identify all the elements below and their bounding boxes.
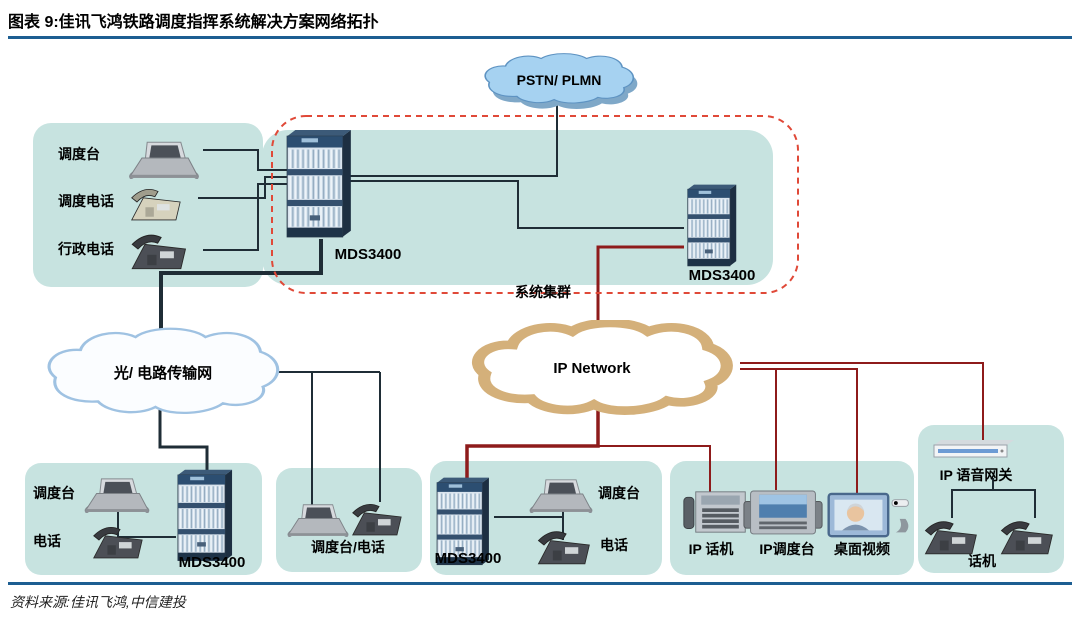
station1-phone-label: 电话: [33, 533, 61, 549]
footer-divider: [8, 582, 1072, 585]
hq-console-label: 调度台: [58, 146, 100, 162]
station2-label: 调度台/电话: [311, 539, 385, 555]
link-pstn-to-mds-left: [349, 98, 558, 177]
cluster-dashed-border: [271, 115, 799, 294]
ip-console-label: IP调度台: [759, 541, 814, 557]
pstn-cloud-label: PSTN/ PLMN: [517, 72, 602, 88]
link-cloud-to-station1: [158, 400, 209, 478]
desktop-video-label: 桌面视频: [834, 541, 890, 557]
voice-gateway-label: IP 语音网关: [940, 467, 1013, 483]
ip-phone-label: IP 话机: [689, 541, 734, 557]
pstn-cloud: PSTN/ PLMN: [484, 52, 638, 109]
station3-console-label: 调度台: [598, 485, 640, 501]
link-ip-to-station3: [465, 406, 600, 480]
link-ip-to-ipphone: [598, 445, 711, 492]
station3-server-label: MDS3400: [435, 550, 502, 567]
mds3400-rack-right: [687, 184, 737, 267]
link-dispatch-phone-to-mds: [198, 176, 287, 199]
station3-phone-label: 电话: [600, 537, 628, 553]
title-divider: [8, 36, 1072, 39]
link-ip-to-mds-right: [596, 245, 684, 332]
hq-admin-phone-label: 行政电话: [57, 241, 114, 257]
link-mds-to-transmission-cloud: [159, 239, 323, 334]
source-note: 资料来源:佳讯飞鸿,中信建投: [10, 594, 186, 610]
gateway-phones-label: 话机: [968, 553, 996, 569]
station1-console-label: 调度台: [33, 485, 75, 501]
ip-network-cloud: IP Network: [478, 323, 727, 411]
mds3400-left-label: MDS3400: [335, 246, 402, 263]
gateway-phone-bracket: [951, 489, 1036, 518]
transmission-cloud-label: 光/ 电路传输网: [113, 364, 212, 382]
hq-dispatch-phone-label: 调度电话: [58, 193, 114, 209]
transmission-cloud: 光/ 电路传输网: [47, 327, 280, 415]
ip-console-icon: [743, 490, 823, 535]
link-mds-left-to-mds-right: [349, 180, 684, 229]
cluster-label: 系统集群: [515, 284, 571, 300]
figure-title: 图表 9:佳讯飞鸿铁路调度指挥系统解决方案网络拓扑: [8, 14, 379, 31]
station1-rack: [177, 469, 233, 561]
link-ip-to-video: [740, 368, 858, 494]
maroon-links: [465, 245, 984, 494]
link-ip-to-gateway: [740, 362, 984, 440]
mds3400-rack-left: [286, 129, 352, 238]
voice-gateway-icon: [933, 439, 1015, 458]
mds3400-right-label: MDS3400: [689, 267, 756, 284]
link-console-to-mds: [203, 149, 287, 171]
ip-network-cloud-label: IP Network: [553, 360, 631, 377]
station1-server-label: MDS3400: [179, 554, 246, 571]
